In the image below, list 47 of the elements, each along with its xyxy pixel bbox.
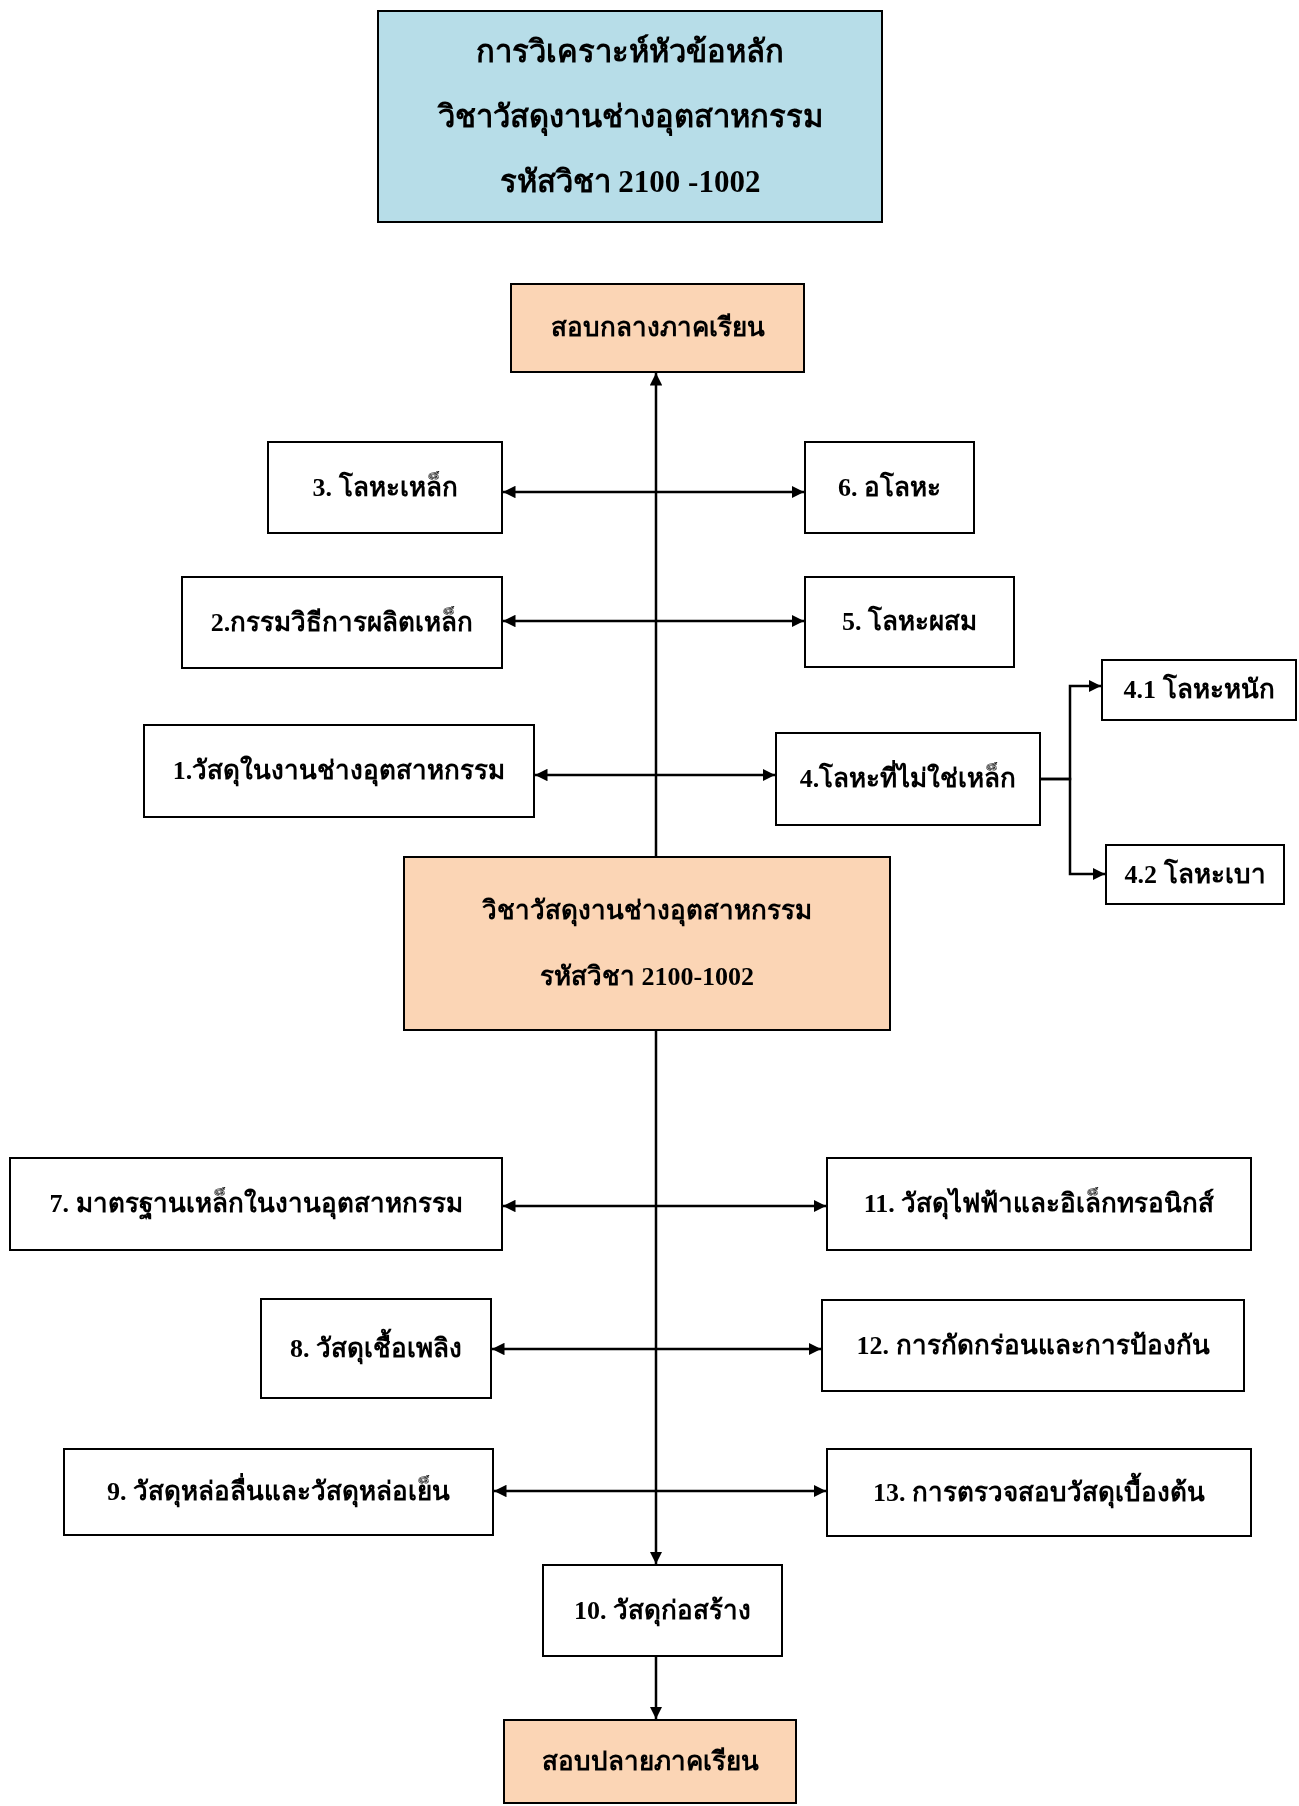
arrow xyxy=(1041,777,1105,881)
title-box xyxy=(377,10,883,223)
node-label: รหัสวิชา 2100-1002 xyxy=(539,960,755,992)
exam-box xyxy=(503,1719,797,1804)
topic-box xyxy=(1105,844,1285,905)
node-label: 10. วัสดุก่อสร้าง xyxy=(574,1594,751,1627)
topic-box xyxy=(143,724,535,818)
arrow xyxy=(492,1342,821,1356)
arrow xyxy=(649,1657,663,1719)
node-label: 11. วัสดุไฟฟ้าและอิเล็กทรอนิกส์ xyxy=(863,1188,1215,1220)
arrow xyxy=(649,373,663,856)
node-label: 4.1 โลหะหนัก xyxy=(1123,674,1275,706)
topic-box xyxy=(9,1157,503,1251)
arrow xyxy=(494,1484,826,1498)
topic-box xyxy=(775,732,1041,826)
topic-box xyxy=(63,1448,494,1536)
arrow xyxy=(503,485,804,499)
arrow xyxy=(535,768,775,782)
topic-box xyxy=(826,1448,1252,1537)
topic-box xyxy=(542,1564,783,1657)
arrow xyxy=(503,614,804,628)
topic-box xyxy=(826,1157,1252,1251)
topic-box xyxy=(804,576,1015,668)
topic-box xyxy=(804,441,975,534)
node-label: 5. โลหะผสม xyxy=(842,606,977,638)
node-label: 4.2 โลหะเบา xyxy=(1124,858,1266,891)
topic-box xyxy=(1101,659,1297,721)
node-label: 7. มาตรฐานเหล็กในงานอุตสาหกรรม xyxy=(49,1188,463,1220)
node-label: วิชาวัสดุงานช่างอุตสาหกรรม xyxy=(482,895,812,927)
arrow xyxy=(503,1199,826,1213)
exam-box xyxy=(510,283,805,373)
node-label: 6. อโลหะ xyxy=(838,471,941,504)
heading-text: รหัสวิชา 2100 -1002 xyxy=(499,163,761,201)
node-label: 12. การกัดกร่อนและการป้องกัน xyxy=(856,1329,1210,1362)
subject-box xyxy=(403,856,891,1031)
node-label: 2.กรรมวิธีการผลิตเหล็ก xyxy=(210,606,474,639)
topic-box xyxy=(821,1299,1245,1392)
node-label: สอบปลายภาคเรียน xyxy=(541,1745,759,1778)
topic-box xyxy=(267,441,503,534)
node-label: สอบกลางภาคเรียน xyxy=(550,312,765,344)
heading-text: การวิเคราะห์หัวข้อหลัก xyxy=(476,32,784,70)
topic-box xyxy=(260,1298,492,1399)
arrow xyxy=(649,1031,663,1564)
topic-box xyxy=(181,576,503,669)
heading-text: วิชาวัสดุงานช่างอุตสาหกรรม xyxy=(437,97,823,136)
node-label: 1.วัสดุในงานช่างอุตสาหกรรม xyxy=(172,755,506,787)
node-label: 3. โลหะเหล็ก xyxy=(312,471,458,504)
